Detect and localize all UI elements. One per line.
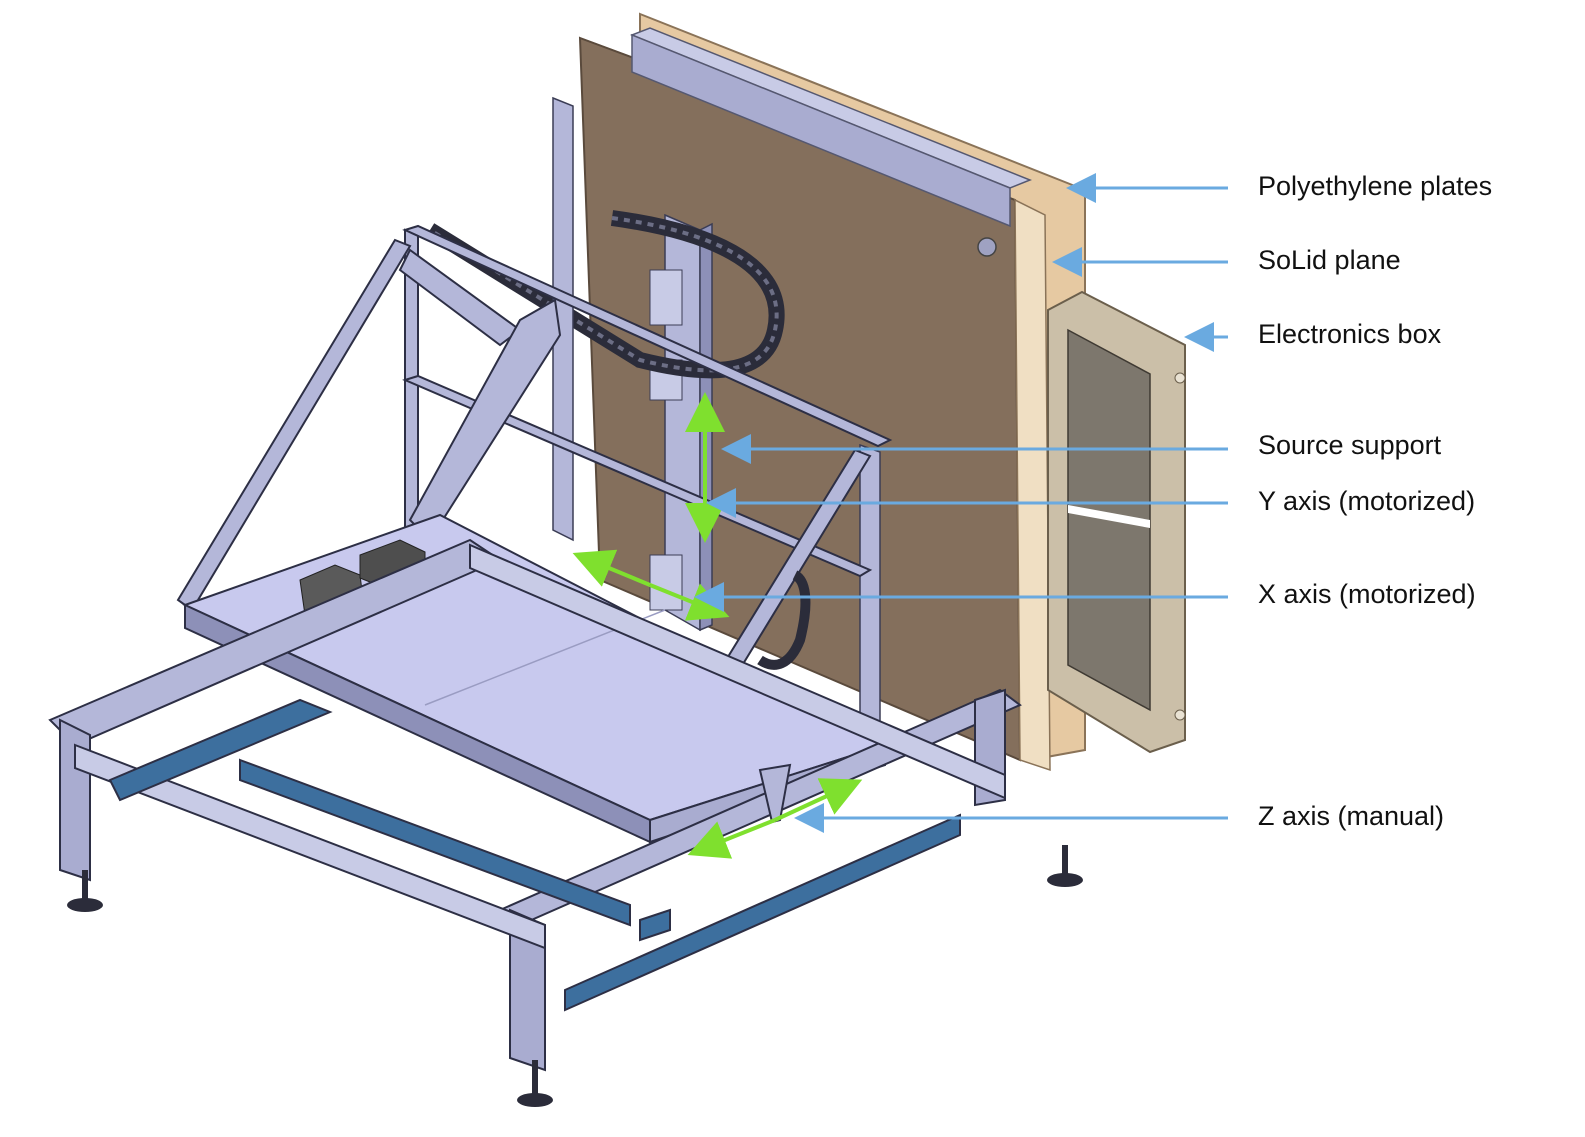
motion-arrows	[572, 392, 863, 859]
cable-chain	[425, 210, 785, 379]
label-solid-plane: SoLid plane	[1258, 245, 1401, 275]
top-clamp-bar	[629, 27, 1033, 257]
leader-lines	[694, 173, 1228, 833]
label-z-axis: Z axis (manual)	[1258, 801, 1445, 831]
label-source-support: Source support	[1258, 430, 1442, 460]
label-y-axis: Y axis (motorized)	[1258, 486, 1476, 516]
x-motion-arrow	[572, 549, 651, 587]
rear-posts	[552, 96, 881, 762]
base-frame	[48, 538, 1022, 1072]
gantry-frame	[176, 224, 893, 802]
label-electronics-box: Electronics box	[1258, 319, 1442, 349]
label-x-axis: X axis (motorized)	[1258, 579, 1476, 609]
leveling-feet	[67, 845, 1083, 1107]
z-motion-arrow	[774, 778, 863, 822]
label-polyethylene-plates: Polyethylene plates	[1258, 171, 1493, 201]
electronics-box	[1047, 290, 1186, 754]
